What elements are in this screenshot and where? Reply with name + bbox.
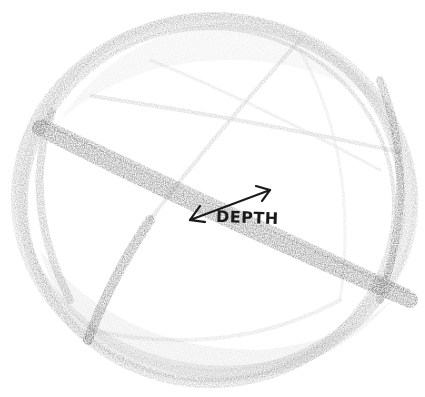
depth-label: DEPTH bbox=[216, 207, 279, 228]
